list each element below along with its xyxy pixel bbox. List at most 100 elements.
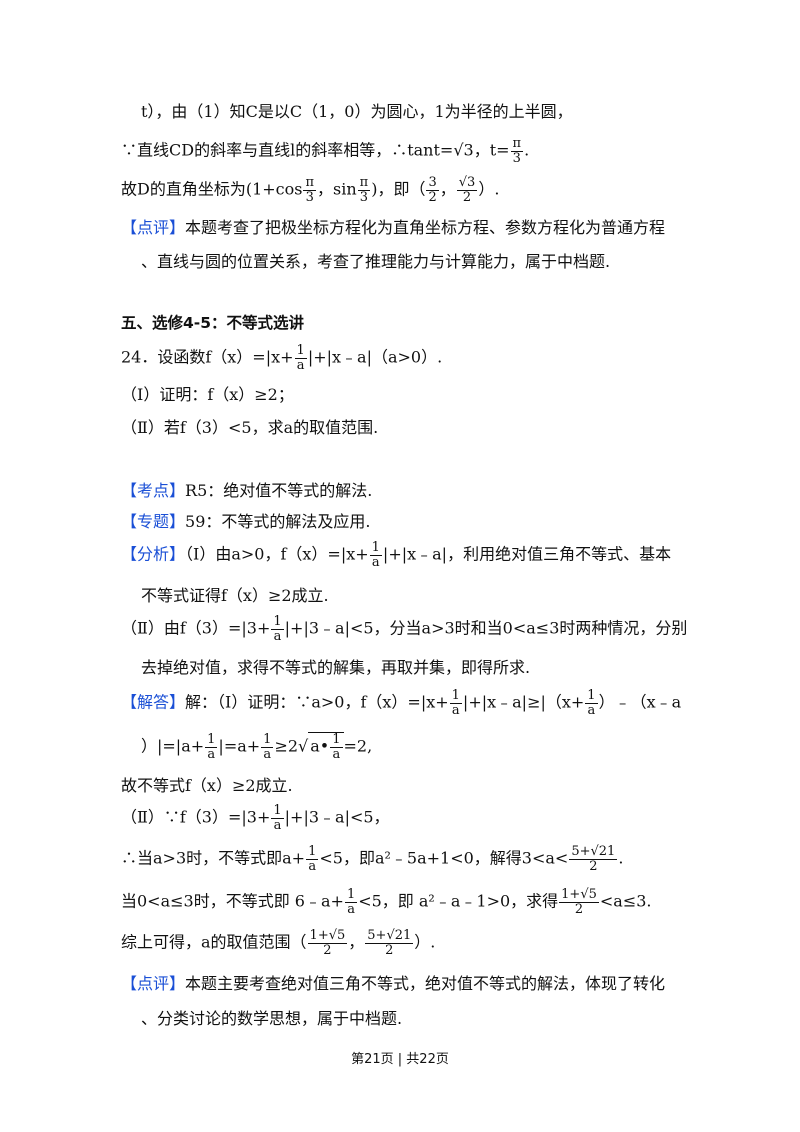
fraction-denominator: a	[273, 817, 282, 833]
fraction-numerator: 1	[306, 844, 319, 860]
text: （Ⅱ）若f（3）<5，求a的取值范围.	[121, 418, 379, 437]
text: R5：绝对值不等式的解法.	[185, 481, 373, 500]
section-title-text: 五、选修4-5：不等式选讲	[121, 314, 305, 332]
fraction-denominator: a	[587, 702, 596, 718]
text: <5，即 a²﹣a﹣1>0，求得	[358, 891, 559, 911]
fraction-denominator: 2	[428, 189, 437, 205]
fraction-denominator: a	[263, 746, 272, 762]
text: |+|x﹣a|≥|（x+	[462, 692, 585, 712]
fraction-denominator: a	[273, 628, 282, 644]
text-line: 、直线与圆的位置关系，考查了推理能力与计算能力，属于中档题.	[141, 254, 610, 270]
text: ，t=	[473, 140, 510, 160]
text: ，sin	[317, 179, 357, 199]
kaodian-tag: 【考点】	[121, 481, 186, 500]
text: 本题主要考查绝对值三角不等式，绝对值不等式的解法，体现了转化	[185, 974, 666, 993]
text-line: 去掉绝对值，求得不等式的解集，再取并集，即得所求.	[141, 660, 530, 676]
text: )，即（	[371, 179, 426, 199]
text: ，	[348, 932, 365, 952]
review-line: 【点评】本题主要考查绝对值三角不等式，绝对值不等式的解法，体现了转化	[121, 976, 665, 992]
text: a•	[310, 736, 330, 756]
review-tag: 【点评】	[121, 974, 186, 993]
text: （Ⅱ）∵f（3）=|3+	[121, 807, 271, 827]
text: .	[524, 140, 530, 160]
fraction-numerator: 1+√5	[559, 887, 599, 903]
text: ≥2	[274, 736, 299, 756]
text: 综上可得，a的取值范围（	[121, 932, 307, 952]
fraction-denominator: a	[207, 746, 216, 762]
text: 、直线与圆的位置关系，考查了推理能力与计算能力，属于中档题.	[141, 252, 611, 271]
text: 24．设函数f（x）=|x+	[121, 347, 294, 367]
fraction-numerator: 3	[426, 175, 439, 191]
text: ）.	[414, 932, 436, 952]
fraction-numerator: 5+√21	[365, 928, 414, 944]
text: <a≤3.	[599, 891, 652, 911]
text: |+|3﹣a|<5，	[284, 807, 390, 827]
kaodian-line: 【考点】R5：绝对值不等式的解法.	[121, 483, 372, 499]
text: =2,	[343, 736, 373, 756]
fraction-denominator: 2	[462, 189, 472, 205]
text: 本题考查了把极坐标方程化为直角坐标方程、参数方程化为普通方程	[185, 218, 666, 237]
fraction-numerator: 1	[271, 614, 284, 630]
text: ，	[439, 179, 456, 199]
text-line: t），由（1）知C是以C（1，0）为圆心，1为半径的上半圆，	[141, 104, 573, 120]
fraction-numerator: π	[303, 175, 317, 191]
text: 解：（Ⅰ）证明：∵a>0，f（x）=|x+	[185, 692, 449, 712]
fraction-numerator: 1	[369, 540, 382, 556]
fraction-denominator: 3	[305, 189, 314, 205]
fraction-denominator: a	[308, 858, 317, 874]
text: （Ⅰ）证明：f（x）≥2；	[121, 385, 294, 404]
fraction-denominator: a	[371, 554, 380, 570]
zhuanti-line: 【专题】59：不等式的解法及应用.	[121, 514, 370, 530]
text: 、分类讨论的数学思想，属于中档题.	[141, 1009, 403, 1028]
fraction-numerator: 1	[330, 732, 343, 748]
fraction-numerator: 1	[271, 803, 284, 819]
text: |+|x﹣a|（a>0）.	[307, 347, 443, 367]
fraction-denominator: 2	[385, 942, 394, 958]
text: t），由（1）知C是以C（1，0）为圆心，1为半径的上半圆，	[141, 102, 573, 121]
review-line: 【点评】本题考查了把极坐标方程化为直角坐标方程、参数方程化为普通方程	[121, 220, 665, 236]
text: |=a+	[218, 736, 261, 756]
page-footer: 第21页 | 共22页	[0, 1048, 800, 1067]
sqrt-sign-icon: √	[298, 736, 309, 756]
fraction-denominator: a	[347, 901, 355, 917]
page-number: 第21页 | 共22页	[351, 1052, 449, 1067]
section-title: 五、选修4-5：不等式选讲	[121, 314, 305, 332]
fraction-numerator: 1	[205, 732, 218, 748]
text: (1+cos	[245, 179, 303, 199]
text: 不等式证得f（x）≥2成立.	[141, 586, 329, 605]
text: （Ⅱ）由f（3）=|3+	[121, 618, 271, 638]
fraction-denominator: a	[332, 746, 341, 762]
fraction-numerator: 1+√5	[307, 928, 348, 944]
fraction-numerator: 5+√21	[569, 844, 618, 860]
text: |+|x﹣a|，利用绝对值三角不等式、基本	[382, 544, 672, 564]
fraction-numerator: 1	[294, 343, 307, 359]
fraction-denominator: a	[451, 702, 460, 718]
fraction-numerator: 1	[261, 732, 274, 748]
fraction-numerator: π	[510, 136, 524, 152]
text: 59：不等式的解法及应用.	[185, 512, 371, 531]
fraction-numerator: 1	[344, 887, 358, 903]
fraction-denominator: 3	[359, 189, 369, 205]
